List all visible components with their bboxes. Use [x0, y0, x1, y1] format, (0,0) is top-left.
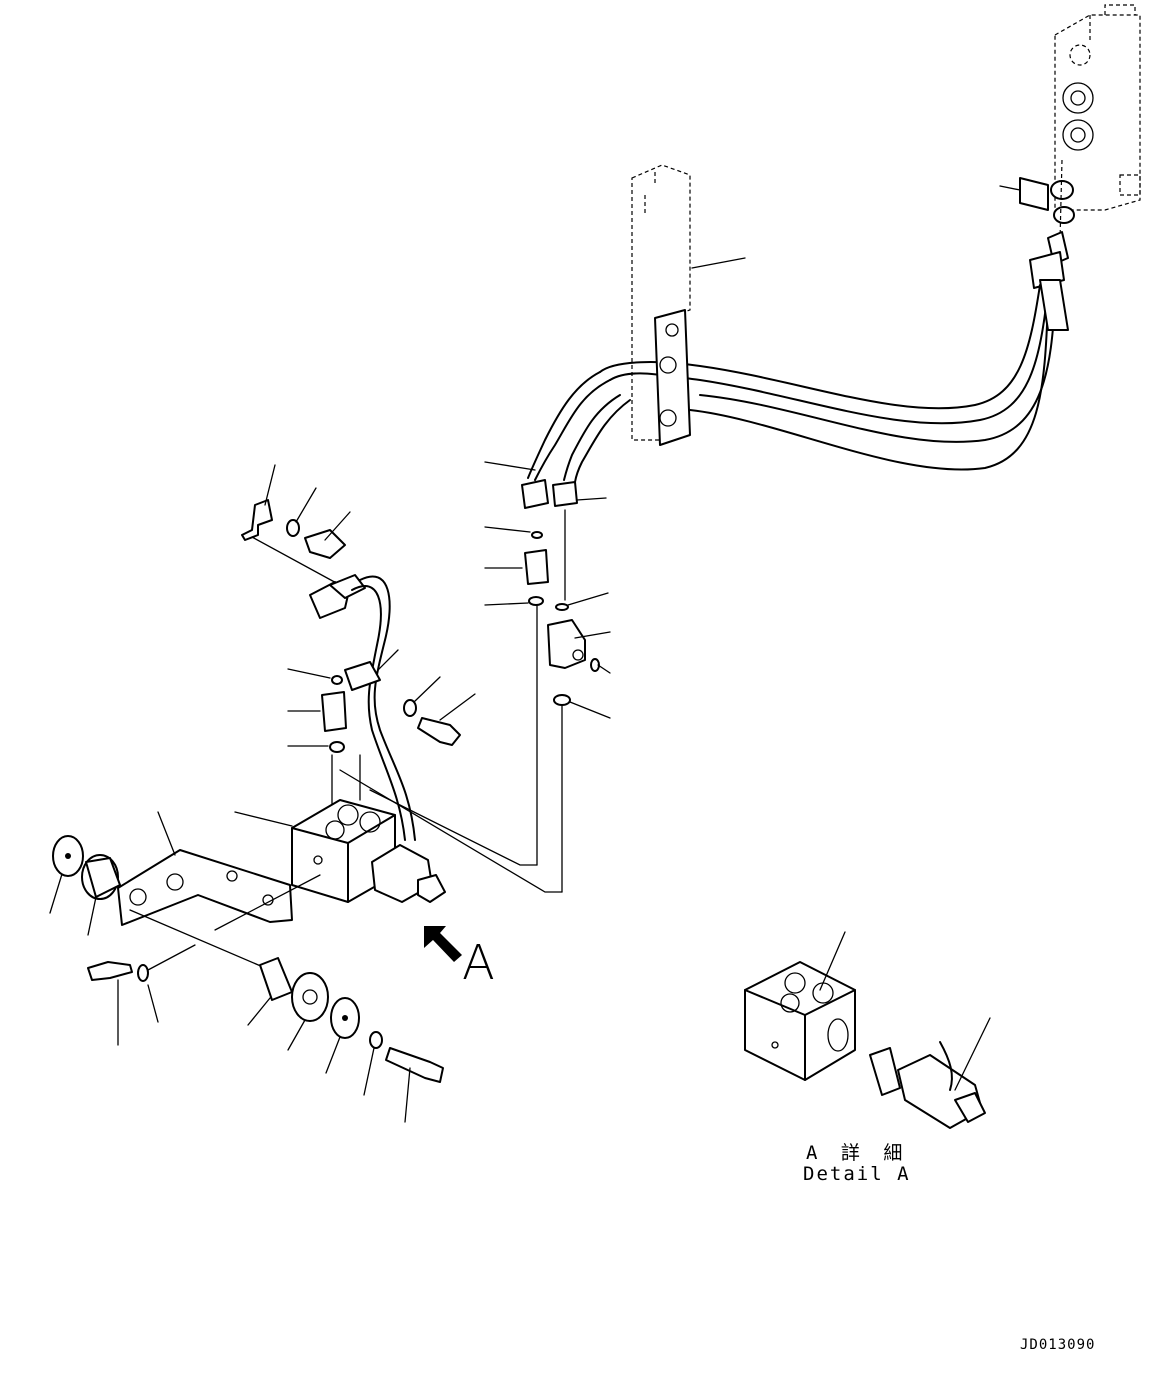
valve-fitting-stack [287, 668, 347, 753]
upper-fitting-group [999, 159, 1075, 289]
detail-label-jp: A 詳 細 [806, 1142, 909, 1164]
clip-bolt-group [403, 676, 476, 746]
rubber-mount-left [49, 835, 121, 936]
view-label: A [462, 935, 495, 991]
bottom-mount-right [247, 957, 444, 1123]
hydraulic-lines [331, 754, 563, 893]
detail-label-en: Detail A [803, 1163, 911, 1185]
mounting-bracket [117, 811, 321, 971]
wire-clip-group [241, 464, 351, 586]
clamp-bracket [631, 164, 746, 446]
drawing-code: JD013090 [1020, 1337, 1096, 1353]
hose-fittings [484, 461, 607, 509]
detail-a-view [744, 931, 991, 1129]
left-fitting-stack [484, 509, 566, 866]
upper-bracket [1054, 4, 1141, 211]
bottom-bolt-left [87, 944, 196, 1046]
hose-bundle [527, 279, 1069, 483]
tee-fitting-stack [547, 592, 611, 893]
view-arrow [424, 926, 462, 962]
connector-wire [309, 574, 416, 841]
